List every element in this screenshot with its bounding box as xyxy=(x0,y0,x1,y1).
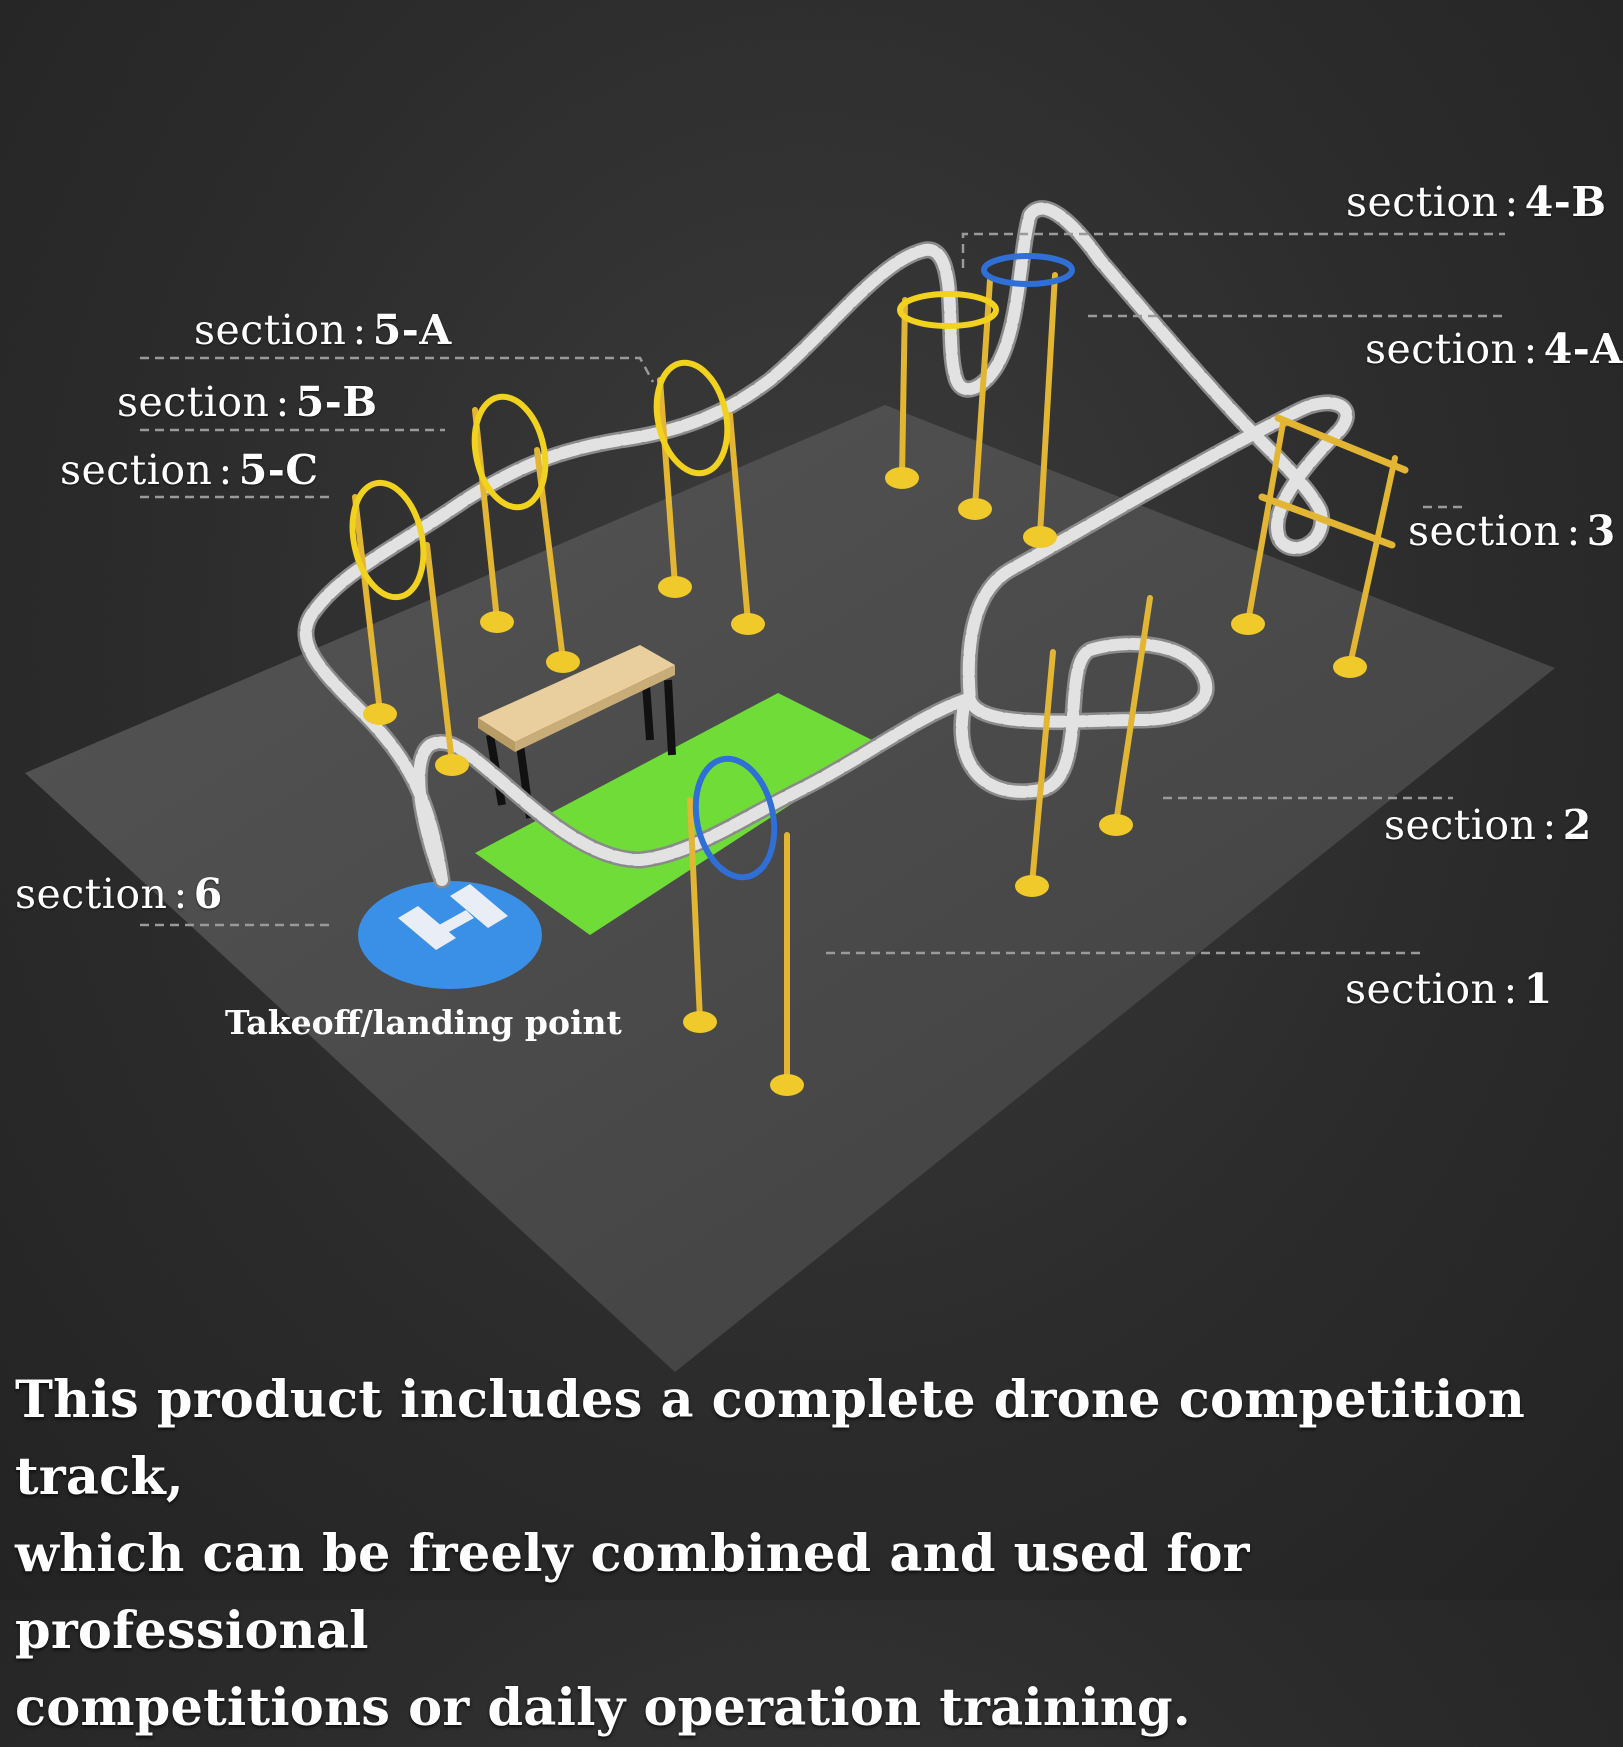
green-mat xyxy=(475,693,882,935)
pole-15 xyxy=(1113,595,1153,826)
ring-5b xyxy=(471,393,549,511)
pole-base-11 xyxy=(1333,656,1367,678)
pole-3 xyxy=(472,407,500,623)
caption-line-2: which can be freely combined and used fo… xyxy=(15,1524,1250,1661)
drone-track-diagram xyxy=(25,200,1555,1372)
pole-10 xyxy=(1245,420,1286,625)
ring-5a xyxy=(653,359,731,477)
pole-7 xyxy=(899,297,908,479)
pole-1 xyxy=(352,494,383,715)
label-section-5b: section:5-B xyxy=(117,378,378,426)
pole-base-9 xyxy=(1023,526,1057,548)
label-section-5a: section:5-A xyxy=(194,306,452,354)
pole-base-6 xyxy=(731,613,765,635)
pole-base-14 xyxy=(1015,875,1049,897)
pole-14 xyxy=(1029,649,1056,887)
leader-lines xyxy=(140,232,1505,955)
pole-base-15 xyxy=(1099,814,1133,836)
caption-line-1: This product includes a complete drone c… xyxy=(15,1370,1526,1507)
ring-5c xyxy=(349,479,427,601)
pole-9 xyxy=(1037,272,1058,538)
pole-12 xyxy=(687,797,703,1023)
pole-base-12 xyxy=(683,1011,717,1033)
pole-base-8 xyxy=(958,498,992,520)
label-section-2: section:2 xyxy=(1384,801,1592,849)
pole-base-7 xyxy=(885,467,919,489)
pole-2 xyxy=(424,542,455,766)
label-section-5c: section:5-C xyxy=(60,446,319,494)
ring-4b xyxy=(981,253,1075,287)
rings-group xyxy=(349,253,1075,881)
ladder-gate xyxy=(1258,414,1409,549)
label-section-6: section:6 xyxy=(15,870,223,918)
ring-4a xyxy=(897,291,999,329)
pole-base-13 xyxy=(770,1074,804,1096)
label-section-1: section:1 xyxy=(1345,965,1553,1013)
ring-1 xyxy=(692,755,778,881)
pole-5 xyxy=(657,377,678,588)
takeoff-landing-label: Takeoff/landing point xyxy=(225,1003,622,1042)
helipad-h-icon xyxy=(398,884,508,950)
helipad xyxy=(358,881,542,989)
pole-base-5 xyxy=(658,576,692,598)
label-section-3: section:3 xyxy=(1408,507,1616,555)
label-section-4b: section:4-B xyxy=(1346,178,1607,226)
pole-6 xyxy=(727,412,751,625)
label-section-4a: section:4-A xyxy=(1365,325,1623,373)
pole-11 xyxy=(1347,455,1398,668)
pole-base-2 xyxy=(435,754,469,776)
product-caption: This product includes a complete drone c… xyxy=(15,1362,1585,1747)
bench xyxy=(478,645,676,819)
pole-base-10 xyxy=(1231,613,1265,635)
pole-base-1 xyxy=(363,703,397,725)
pole-base-4 xyxy=(546,651,580,673)
caption-line-3: competitions or daily operation training… xyxy=(15,1678,1191,1738)
pole-base-3 xyxy=(480,611,514,633)
